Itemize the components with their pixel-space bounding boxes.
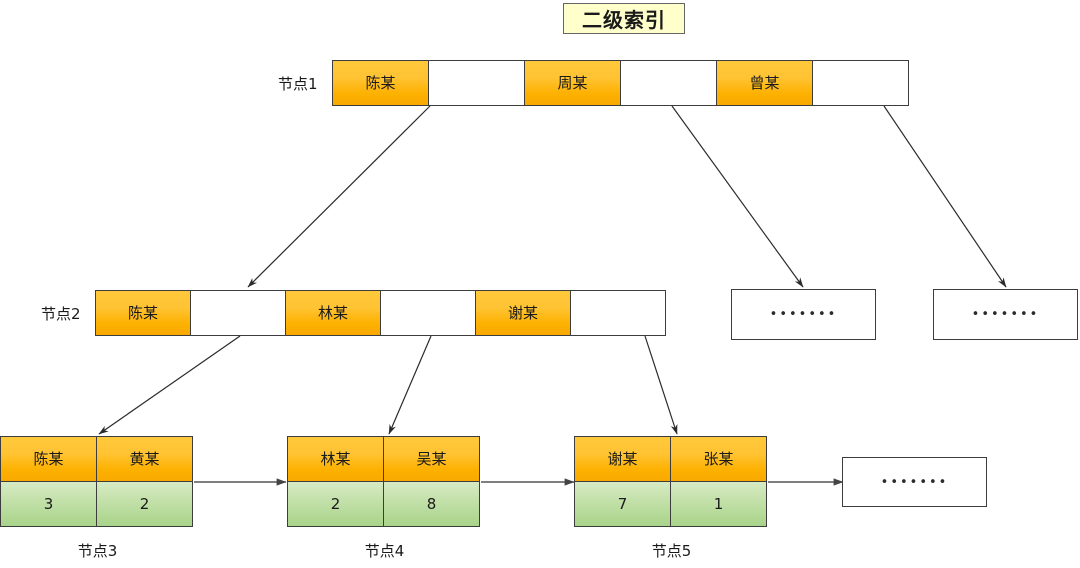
leaf-2-value-0: 7 [574, 481, 671, 527]
ellipsis-node-1: ••••••• [731, 289, 876, 340]
diagram-title: 二级索引 [563, 3, 685, 34]
node1-cell-key-2: 周某 [524, 60, 621, 106]
node-label-node5: 节点5 [651, 542, 692, 560]
leaf-2-key-0: 谢某 [574, 436, 671, 482]
node2-cell-pointer-5 [570, 290, 666, 336]
leaf-2-key-row: 谢某张某 [574, 436, 769, 482]
edge-node2-to-node3 [98, 335, 241, 435]
leaf-1-value-0: 2 [287, 481, 384, 527]
node1-cell-key-0: 陈某 [332, 60, 429, 106]
edge-root-to-ellipsis-2 [883, 105, 1007, 288]
node2-cell-key-0: 陈某 [95, 290, 191, 336]
leaf-ellipsis-node: ••••••• [842, 457, 987, 507]
node-node2: 陈某 林某 谢某 [95, 290, 666, 336]
node2-cell-pointer-1 [190, 290, 286, 336]
node2-cell-pointer-3 [380, 290, 476, 336]
leaf-2-key-1: 张某 [670, 436, 767, 482]
ellipsis-node-2: ••••••• [933, 289, 1078, 340]
leaf-1-key-row: 林某吴某 [287, 436, 482, 482]
node1-cell-pointer-5 [812, 60, 909, 106]
leaf-2-value-1: 1 [670, 481, 767, 527]
edge-root-to-node2 [247, 105, 431, 288]
leaf-0-key-1: 黄某 [96, 436, 193, 482]
node1-cell-pointer-1 [428, 60, 525, 106]
node-node1: 陈某 周某 曾某 [332, 60, 909, 106]
edge-node2-to-node4 [388, 335, 432, 435]
edge-node2-to-node5 [644, 335, 678, 435]
node1-cell-key-4: 曾某 [716, 60, 813, 106]
leaf-1-key-0: 林某 [287, 436, 384, 482]
leaf-1-key-1: 吴某 [383, 436, 480, 482]
node-label-node3: 节点3 [77, 542, 118, 560]
edge-root-to-ellipsis-1 [671, 105, 804, 288]
leaf-0-value-0: 3 [0, 481, 97, 527]
node1-cell-pointer-3 [620, 60, 717, 106]
leaf-0-key-row: 陈某黄某 [0, 436, 195, 482]
node-label-node2: 节点2 [41, 305, 81, 323]
leaf-1-value-1: 8 [383, 481, 480, 527]
leaf-0-key-0: 陈某 [0, 436, 97, 482]
node2-cell-key-2: 林某 [285, 290, 381, 336]
node-label-node4: 节点4 [364, 542, 405, 560]
leaf-0-value-1: 2 [96, 481, 193, 527]
node-label-node1: 节点1 [278, 75, 318, 93]
node2-cell-key-4: 谢某 [475, 290, 571, 336]
